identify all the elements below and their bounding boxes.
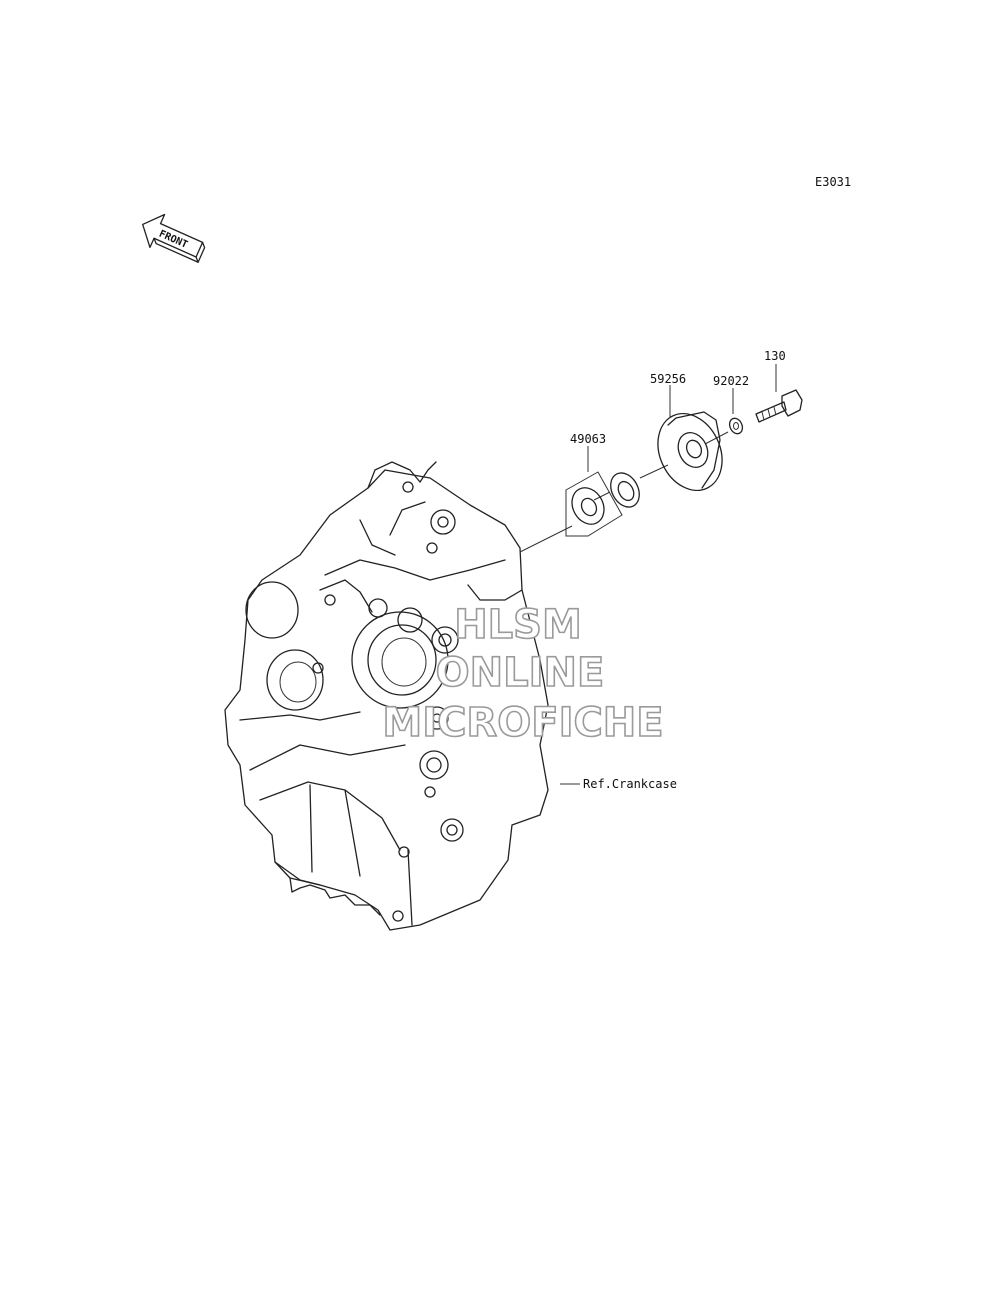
part-label-130: 130 [764, 349, 786, 363]
part-59256-impeller [657, 411, 723, 492]
watermark: HLSM ONLINE MICROFICHE [382, 601, 665, 747]
part-49063-seal [565, 471, 640, 537]
watermark-line-3: MICROFICHE [382, 700, 663, 746]
crankcase-drawing [224, 461, 549, 931]
part-label-92022: 92022 [713, 374, 749, 388]
part-label-49063: 49063 [570, 432, 606, 446]
front-arrow-icon: FRONT [142, 213, 206, 263]
part-130-bolt [755, 389, 803, 423]
part-label-59256: 59256 [650, 372, 686, 386]
part-92022-washer [728, 417, 744, 435]
reference-label: Ref.Crankcase [583, 777, 677, 791]
watermark-line-1: HLSM [454, 602, 582, 648]
diagram-code: E3031 [815, 175, 851, 189]
watermark-line-2: ONLINE [436, 650, 605, 696]
